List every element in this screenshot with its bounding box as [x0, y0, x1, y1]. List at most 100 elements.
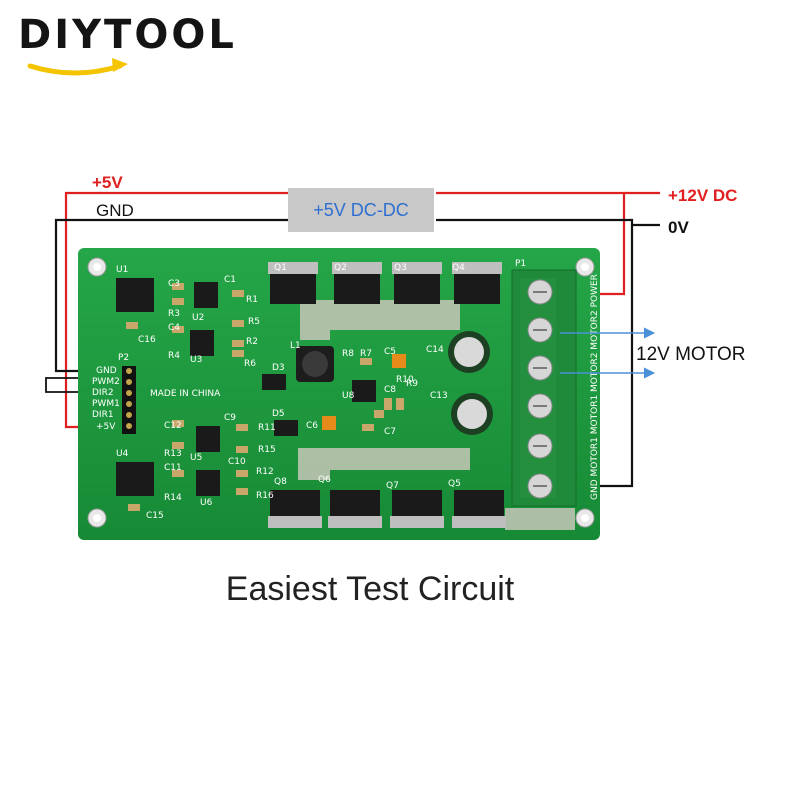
mounting-holes: [87, 257, 595, 528]
ref-c16: C16: [138, 335, 156, 345]
ref-r11: R11: [258, 423, 276, 433]
terminal-labels: GND MOTOR1 MOTOR1 MOTOR2 MOTOR2 POWER: [590, 274, 600, 500]
ic-u4: [116, 462, 154, 496]
ref-u2: U2: [192, 313, 204, 323]
ref-u5: U5: [190, 453, 202, 463]
pin-label-gnd: GND: [96, 366, 117, 376]
ref-c7: C7: [384, 427, 396, 437]
ref-c3: C3: [168, 279, 180, 289]
ref-c11: C11: [164, 463, 182, 473]
ic-u2: [194, 282, 218, 308]
capacitor-c5: [392, 354, 406, 368]
ref-c15: C15: [146, 511, 164, 521]
screw-slots: [533, 291, 547, 487]
ref-r6: R6: [244, 359, 256, 369]
logo-swoosh: [27, 63, 123, 76]
ref-r16: R16: [256, 491, 274, 501]
ref-r9: R9: [406, 379, 418, 389]
pin-label-pwm2: PWM2: [92, 377, 120, 387]
ref-q2: Q2: [334, 263, 347, 273]
motor-label: 12V MOTOR: [636, 344, 745, 365]
ic-u5: [196, 426, 220, 452]
copper-pour-corner: [505, 508, 575, 530]
ref-r2: R2: [246, 337, 258, 347]
mosfet-q4: [452, 262, 502, 304]
copper-pour-top: [300, 300, 460, 340]
ref-p2: P2: [118, 353, 129, 363]
ref-c6: C6: [306, 421, 318, 431]
pin-label-dir1: DIR1: [92, 410, 114, 420]
ref-l1: L1: [290, 341, 301, 351]
ref-d5: D5: [272, 409, 285, 419]
ref-u4: U4: [116, 449, 129, 459]
caption: Easiest Test Circuit: [226, 570, 515, 608]
ref-u6: U6: [200, 498, 213, 508]
ref-c5: C5: [384, 347, 396, 357]
logo-swoosh-arrowhead: [112, 58, 128, 72]
ic-u8: [352, 380, 376, 402]
ref-r13: R13: [164, 449, 182, 459]
mosfet-q3: [392, 262, 442, 304]
ref-c10: C10: [228, 457, 246, 467]
ref-u1: U1: [116, 265, 128, 275]
mosfet-q7: [390, 490, 444, 528]
ref-r10: R10: [396, 375, 414, 385]
mosfet-q6: [328, 490, 382, 528]
made-in-label: MADE IN CHINA: [150, 389, 221, 399]
ref-r3: R3: [168, 309, 180, 319]
gnd-label: GND: [96, 201, 134, 220]
diode-d3: [262, 374, 286, 390]
ref-q5: Q5: [448, 479, 461, 489]
capacitor-c6: [322, 416, 336, 430]
plus12v-label: +12V DC: [668, 186, 737, 205]
pin-label-plus5v: +5V: [96, 422, 116, 432]
dcdc-box: [288, 188, 434, 232]
copper-pour-bottom: [298, 448, 470, 480]
capacitor-c13: [451, 393, 493, 435]
ic-u1: [116, 278, 154, 312]
mosfet-q5: [452, 490, 506, 528]
ref-r15: R15: [258, 445, 276, 455]
ref-c13: C13: [430, 391, 448, 401]
capacitor-c14: [448, 331, 490, 373]
ref-p1: P1: [515, 259, 526, 269]
ref-r14: R14: [164, 493, 182, 503]
ref-u3: U3: [190, 355, 202, 365]
mosfet-q2: [332, 262, 382, 304]
dcdc-label: +5V DC-DC: [313, 200, 409, 220]
ref-d3: D3: [272, 363, 285, 373]
pin-label-pwm1: PWM1: [92, 399, 120, 409]
ref-c9: C9: [224, 413, 236, 423]
logo-text: DIYTOOL: [18, 12, 237, 58]
diode-d5: [274, 420, 298, 436]
ref-c1: C1: [224, 275, 236, 285]
ref-q4: Q4: [452, 263, 465, 273]
mosfet-q8: [268, 490, 322, 528]
ref-r5: R5: [248, 317, 260, 327]
ref-r7: R7: [360, 349, 372, 359]
ref-c4: C4: [168, 323, 180, 333]
ref-q3: Q3: [394, 263, 407, 273]
ref-c8: C8: [384, 385, 396, 395]
inductor-l1: [296, 346, 334, 382]
ref-q1: Q1: [274, 263, 287, 273]
ic-u3: [190, 330, 214, 356]
ref-q6: Q6: [318, 475, 331, 485]
ref-c14: C14: [426, 345, 444, 355]
ref-c12: C12: [164, 421, 182, 431]
plus5v-label: +5V: [92, 173, 123, 192]
smd-parts: [126, 283, 404, 511]
ref-q7: Q7: [386, 481, 399, 491]
ref-r4: R4: [168, 351, 180, 361]
ref-r1: R1: [246, 295, 258, 305]
ref-u8: U8: [342, 391, 355, 401]
ref-r8: R8: [342, 349, 354, 359]
header-p2: [122, 366, 136, 434]
ref-r12: R12: [256, 467, 274, 477]
zero-v-label: 0V: [668, 218, 689, 237]
pin-label-dir2: DIR2: [92, 388, 114, 398]
mosfet-q1: [268, 262, 318, 304]
ref-q8: Q8: [274, 477, 287, 487]
